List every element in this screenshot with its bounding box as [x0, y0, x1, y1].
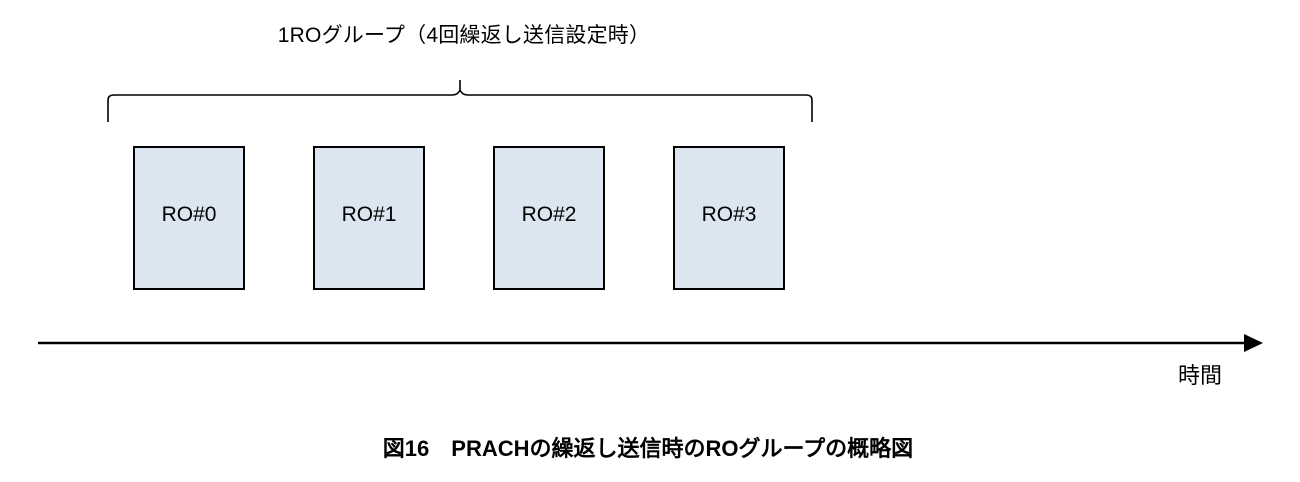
ro-box-1: RO#1 [313, 146, 425, 290]
time-axis-label: 時間 [1178, 363, 1223, 388]
ro-box-label: RO#3 [701, 203, 757, 226]
ro-box-0: RO#0 [133, 146, 245, 290]
group-title: 1ROグループ（4回繰返し送信設定時） [277, 24, 651, 47]
ro-box-label: RO#2 [521, 203, 577, 226]
ro-box-label: RO#1 [341, 203, 397, 226]
ro-box-3: RO#3 [673, 146, 785, 290]
ro-box-label: RO#0 [161, 203, 217, 226]
ro-box-2: RO#2 [493, 146, 605, 290]
time-axis [38, 334, 1263, 352]
axis-arrowhead [1244, 334, 1263, 352]
figure-caption: 図16 PRACHの繰返し送信時のROグループの概略図 [382, 436, 914, 461]
ro-group-brace [107, 80, 813, 122]
